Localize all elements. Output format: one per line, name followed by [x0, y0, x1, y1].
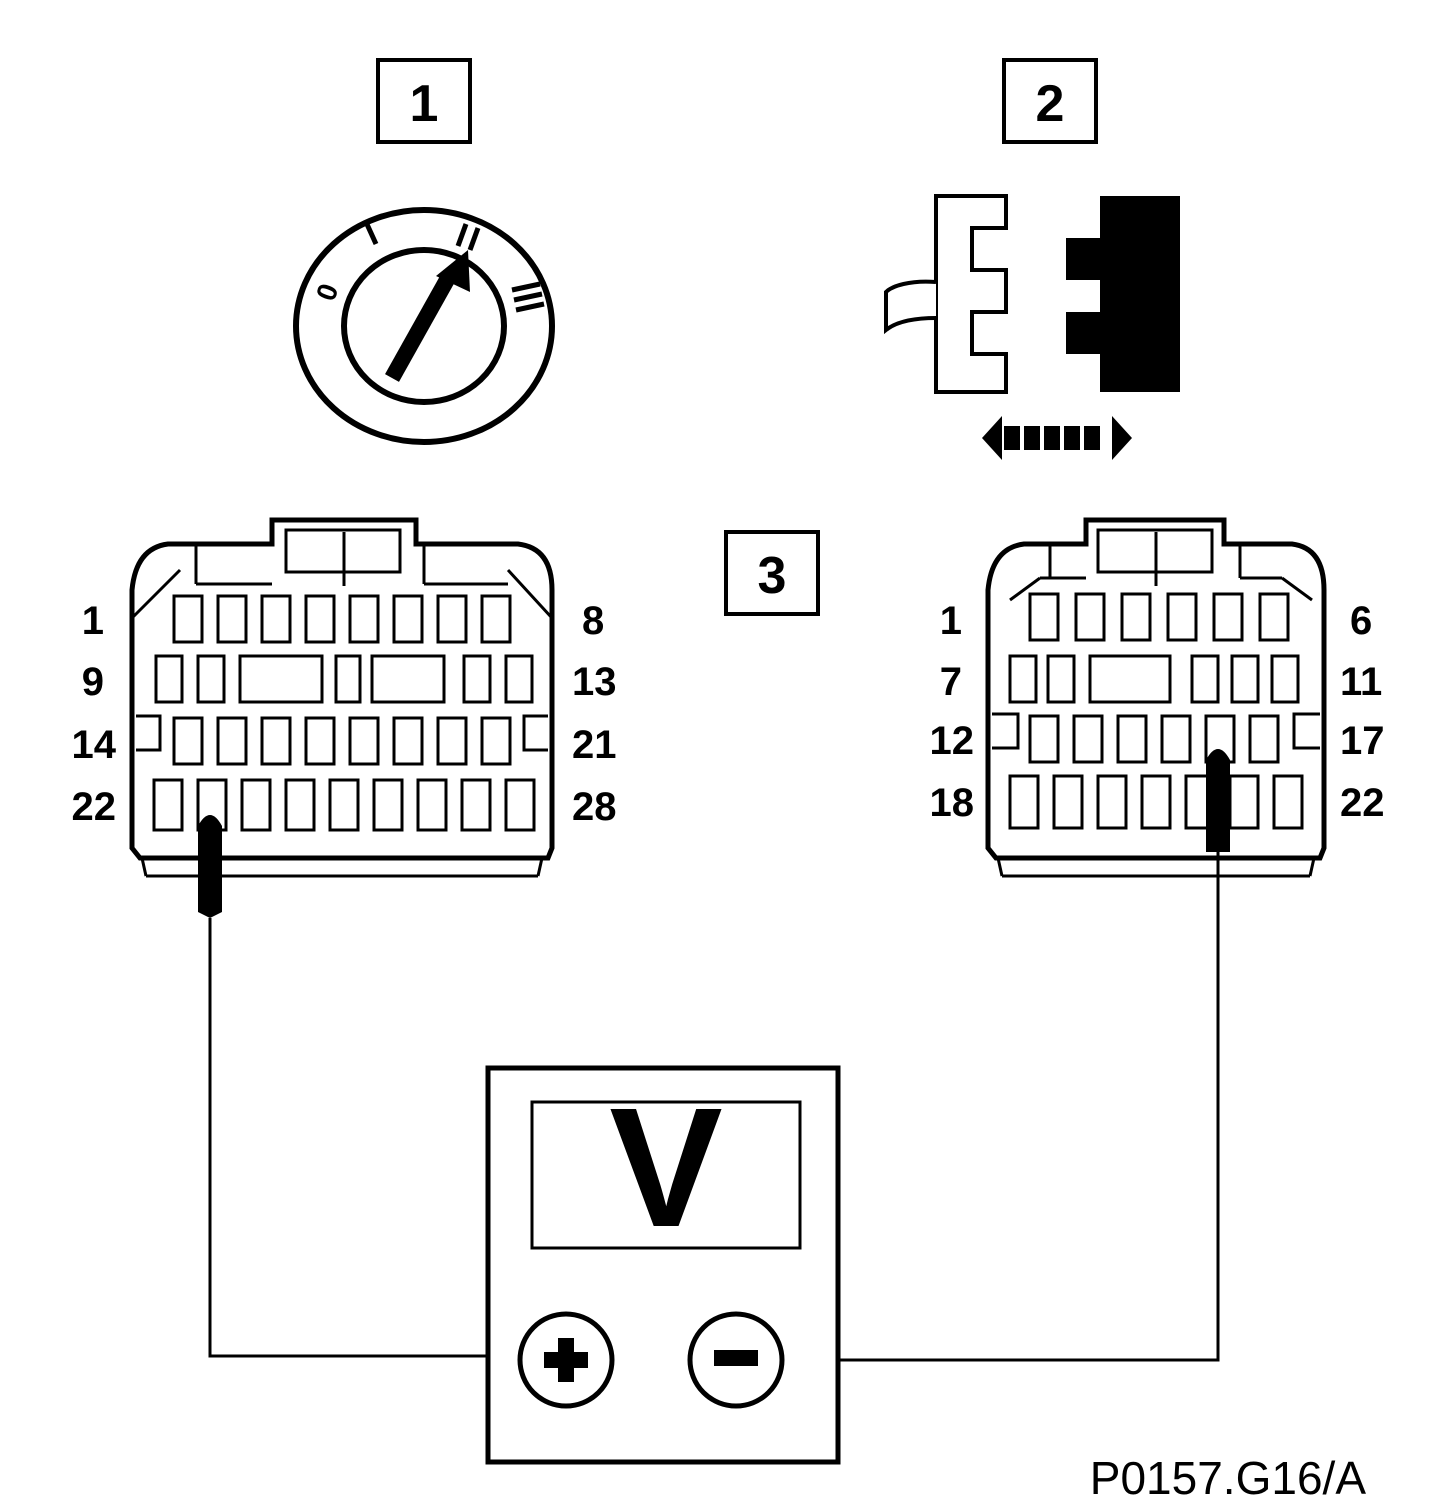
voltmeter: V — [485, 1065, 841, 1465]
pin-label-1: 1 — [940, 599, 962, 643]
connector-22-pin — [985, 517, 1327, 878]
ignition-key-pointer — [385, 274, 455, 382]
step-box-3: 3 — [724, 530, 820, 616]
plus-terminal — [517, 1311, 615, 1409]
pin-cavity — [372, 778, 404, 832]
pin-cavity — [1228, 774, 1260, 830]
pin-cavity — [1008, 774, 1040, 830]
pin-label-22: 22 — [1340, 781, 1385, 825]
pin-cavity — [462, 654, 492, 704]
pin-cavity — [348, 594, 380, 644]
pin-cavity — [504, 778, 536, 832]
pin-cavities — [152, 594, 536, 832]
ignition-position-II — [455, 223, 481, 251]
pin-cavity — [240, 778, 272, 832]
pin-cavity — [172, 594, 204, 644]
probe-negative — [1206, 749, 1230, 852]
pin-label-9: 9 — [82, 660, 104, 704]
pin-cavity — [1074, 592, 1106, 642]
pin-cavity — [1270, 654, 1300, 704]
pin-cavity — [1096, 774, 1128, 830]
pin-cavity — [1248, 714, 1280, 764]
pin-cavity — [480, 716, 512, 766]
pin-label-7: 7 — [940, 660, 962, 704]
double-arrow-icon — [982, 416, 1132, 460]
pin-label-21: 21 — [572, 723, 617, 767]
pin-label-22: 22 — [72, 785, 117, 829]
pin-cavity — [348, 716, 380, 766]
pin-cavity — [216, 594, 248, 644]
svg-text:1: 1 — [410, 75, 439, 133]
pin-label-14: 14 — [72, 723, 117, 767]
voltmeter-unit: V — [609, 1073, 722, 1263]
connector-28-pin — [129, 517, 555, 878]
pin-label-12: 12 — [930, 719, 975, 763]
pin-cavity — [436, 594, 468, 644]
pin-cavity — [1258, 592, 1290, 642]
pin-cavity — [1166, 592, 1198, 642]
pin-cavity — [1116, 714, 1148, 764]
pin-cavity — [260, 594, 292, 644]
pin-cavity — [1160, 714, 1192, 764]
pin-cavity — [304, 594, 336, 644]
test-lead-negative — [810, 852, 1220, 1362]
minus-terminal — [687, 1311, 785, 1409]
test-lead-positive — [208, 918, 520, 1358]
step-box-2: 2 — [1002, 58, 1098, 144]
pin-cavity — [480, 594, 512, 644]
pin-cavity — [154, 654, 184, 704]
voltmeter-display — [530, 1100, 802, 1250]
pin-cavity — [1140, 774, 1172, 830]
pin-cavity — [196, 654, 226, 704]
pin-cavity — [172, 716, 204, 766]
pin-cavity — [1120, 592, 1152, 642]
pin-cavity — [1190, 654, 1220, 704]
pin-label-11: 11 — [1340, 660, 1382, 704]
pin-cavity — [1028, 714, 1060, 764]
pin-cavity — [370, 654, 446, 704]
pin-cavity — [1212, 592, 1244, 642]
step-box-1: 1 — [376, 58, 472, 144]
svg-text:3: 3 — [758, 547, 787, 605]
pin-cavity — [284, 778, 316, 832]
pin-cavity — [216, 716, 248, 766]
pin-cavity — [416, 778, 448, 832]
pin-cavity — [1008, 654, 1038, 704]
pin-cavities — [1008, 592, 1304, 830]
pin-cavity — [392, 594, 424, 644]
pin-cavity — [392, 716, 424, 766]
pin-label-1: 1 — [82, 599, 104, 643]
pin-cavity — [238, 654, 324, 704]
pin-cavity — [1028, 592, 1060, 642]
pin-cavity — [1046, 654, 1076, 704]
ignition-position-I — [363, 220, 379, 246]
ignition-switch-icon: 0 — [293, 207, 555, 445]
pin-cavity — [152, 778, 184, 832]
ignition-position-III — [511, 281, 545, 313]
pin-cavity — [334, 654, 362, 704]
pin-cavity — [1052, 774, 1084, 830]
pin-cavity — [436, 716, 468, 766]
pin-cavity — [1072, 714, 1104, 764]
svg-text:2: 2 — [1036, 75, 1065, 133]
connector-disconnect-icon — [884, 194, 1180, 460]
pin-label-8: 8 — [582, 599, 604, 643]
pin-cavity — [1272, 774, 1304, 830]
pin-cavity — [504, 654, 534, 704]
probe-positive — [198, 815, 222, 918]
pin-cavity — [304, 716, 336, 766]
pin-cavity — [328, 778, 360, 832]
pin-label-13: 13 — [572, 660, 617, 704]
pin-label-17: 17 — [1340, 719, 1385, 763]
pin-label-28: 28 — [572, 785, 617, 829]
pin-cavity — [460, 778, 492, 832]
pin-cavity — [1088, 654, 1172, 704]
pin-label-6: 6 — [1350, 599, 1372, 643]
pin-cavity — [260, 716, 292, 766]
pin-label-18: 18 — [930, 781, 975, 825]
pin-cavity — [1230, 654, 1260, 704]
figure-reference: P0157.G16/A — [1090, 1452, 1367, 1504]
